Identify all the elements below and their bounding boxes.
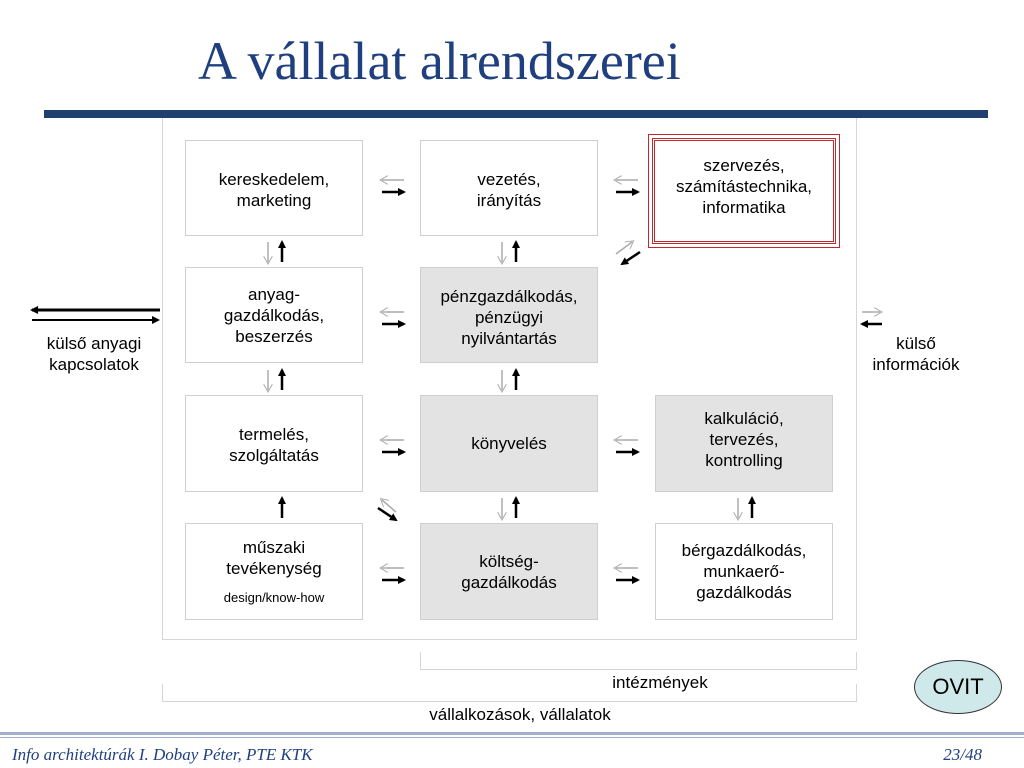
box-szervezes-text: szervezés, számítástechnika, informatika bbox=[675, 156, 813, 217]
box-kereskedelem-text: kereskedelem, marketing bbox=[218, 170, 330, 210]
box-penzgazd: pénzgazdálkodás, pénzügyi nyilvántartás bbox=[420, 267, 598, 363]
footer-rule-thin bbox=[0, 737, 1024, 738]
box-termeles-text: termelés, szolgáltatás bbox=[229, 425, 319, 465]
frame-outer-bottom bbox=[162, 701, 857, 702]
label-kulso-anyagi: külső anyagi kapcsolatok bbox=[46, 334, 142, 374]
title-underline bbox=[44, 110, 988, 118]
box-konyveles-text: könyvelés bbox=[471, 434, 547, 453]
frame-vallalatok-right bbox=[856, 118, 857, 640]
frame-vallalatok-left bbox=[162, 118, 163, 640]
footer-left: Info architektúrák I. Dobay Péter, PTE K… bbox=[12, 745, 313, 764]
page-title: A vállalat alrendszerei bbox=[198, 31, 681, 91]
frame-intezmenyek-left bbox=[420, 652, 421, 670]
box-berg-text: bérgazdálkodás, munkaerő- gazdálkodás bbox=[681, 541, 807, 602]
frame-outer-right bbox=[856, 684, 857, 702]
label-kulso-info: külső információk bbox=[872, 334, 960, 374]
diag-arrow-gray-szervezes bbox=[615, 242, 632, 255]
footer-page-number: 23/48 bbox=[943, 745, 982, 764]
box-berg: bérgazdálkodás, munkaerő- gazdálkodás bbox=[655, 523, 833, 620]
ovit-badge: OVIT bbox=[914, 660, 1002, 714]
label-vallalkozasok: vállalkozások, vállalatok bbox=[429, 705, 611, 724]
footer-rule bbox=[0, 732, 1024, 735]
box-kereskedelem: kereskedelem, marketing bbox=[185, 140, 363, 236]
box-szervezes: szervezés, számítástechnika, informatika bbox=[648, 134, 840, 248]
diag-arrow-black-szervezes bbox=[620, 250, 641, 266]
box-konyveles: könyvelés bbox=[420, 395, 598, 492]
box-vezetes: vezetés, irányítás bbox=[420, 140, 598, 236]
box-muszaki-text: műszaki tevékenység bbox=[226, 538, 322, 578]
box-kalkulacio: kalkuláció, tervezés, kontrolling bbox=[655, 395, 833, 492]
box-muszaki: műszaki tevékenység design/know-how bbox=[185, 523, 363, 620]
diag-arrow-gray-muszaki bbox=[382, 500, 397, 513]
frame-vallalatok-bottom bbox=[162, 639, 857, 640]
box-koltseg: költség- gazdálkodás bbox=[420, 523, 598, 620]
frame-intezmenyek-bottom bbox=[420, 669, 857, 670]
frame-intezmenyek-right bbox=[856, 652, 857, 670]
box-koltseg-text: költség- gazdálkodás bbox=[461, 552, 557, 592]
diag-arrow-black-muszaki bbox=[377, 506, 398, 522]
box-anyag-text: anyag- gazdálkodás, beszerzés bbox=[223, 285, 325, 346]
box-penzgazd-text: pénzgazdálkodás, pénzügyi nyilvántartás bbox=[440, 287, 578, 348]
box-anyag: anyag- gazdálkodás, beszerzés bbox=[185, 267, 363, 363]
box-termeles: termelés, szolgáltatás bbox=[185, 395, 363, 492]
box-vezetes-text: vezetés, irányítás bbox=[476, 170, 542, 210]
label-intezmenyek: intézmények bbox=[612, 673, 708, 692]
frame-outer-left bbox=[162, 684, 163, 702]
box-muszaki-subtext: design/know-how bbox=[223, 590, 325, 605]
box-kalkulacio-text: kalkuláció, tervezés, kontrolling bbox=[704, 409, 784, 470]
